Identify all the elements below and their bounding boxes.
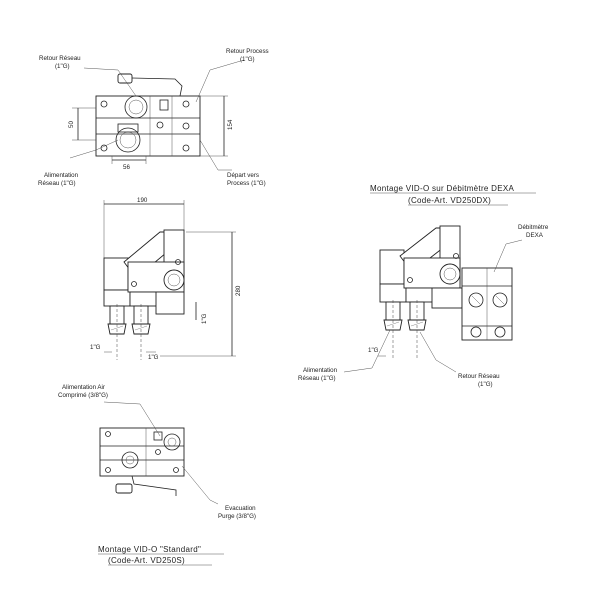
leader-retour-reseau — [83, 67, 137, 97]
standard-caption-line2: (Code-Art. VD250S) — [108, 556, 185, 565]
label-debitmetre-1: Débitmètre — [518, 224, 549, 231]
label-dexa-retour-reseau-2: (1"G) — [478, 381, 493, 388]
front-gauge — [163, 269, 185, 291]
dexa-caption-line1: Montage VID-O sur Débitmètre DEXA — [370, 184, 515, 193]
port-alimentation-circle — [115, 127, 141, 153]
dim-1g-side-label: 1"G — [201, 313, 208, 324]
front-view: 190 280 1"G 1"G 1"G — [90, 197, 242, 361]
dim-190-label: 190 — [137, 197, 148, 204]
bottom-port-air — [163, 433, 181, 451]
dim-154-label: 154 — [227, 119, 234, 130]
label-retour-process-2: (1"G) — [240, 56, 255, 63]
bottom-lever-arm — [131, 475, 177, 496]
label-retour-process-1: Retour Process — [226, 48, 269, 55]
leader-dexa-alimentation — [343, 329, 391, 373]
leader-alimentation-air — [103, 401, 161, 437]
leader-depart-process — [199, 139, 232, 171]
dexa-caption-line2: (Code-Art. VD250DX) — [408, 196, 491, 205]
label-retour-reseau-2: (1"G) — [55, 63, 70, 70]
label-dexa-retour-reseau-1: Retour Réseau — [458, 373, 500, 380]
leader-alimentation — [69, 139, 119, 159]
dexa-body-left — [379, 249, 405, 285]
leader-dexa-retour-reseau — [419, 331, 457, 373]
dim-1g-right-label: 1"G — [148, 354, 159, 361]
standard-caption: Montage VID-O "Standard" (Code-Art. VD25… — [98, 545, 224, 566]
dim-1g-left-label: 1"G — [90, 344, 101, 351]
bottom-lever-grip — [115, 483, 133, 494]
label-air-1: Alimentation Air — [62, 384, 105, 391]
bottom-view: Alimentation Air Comprimé (3/8"G) Evacua… — [58, 384, 256, 520]
leader-evacuation — [181, 465, 219, 505]
label-air-2: Comprimé (3/8"G) — [58, 392, 108, 399]
label-alimentation-1: Alimentation — [44, 172, 79, 179]
leader-retour-process — [195, 59, 245, 103]
dim-280-label: 280 — [235, 285, 242, 296]
dim-50-label: 50 — [68, 121, 75, 128]
leader-debitmetre — [493, 239, 523, 273]
standard-caption-line1: Montage VID-O "Standard" — [98, 545, 201, 554]
label-retour-reseau-1: Retour Réseau — [39, 55, 81, 62]
label-depart-process-1: Départ vers — [227, 172, 259, 179]
label-dexa-alimentation-1: Alimentation — [303, 367, 338, 374]
label-alimentation-2: Réseau (1"G) — [38, 180, 76, 187]
bottom-body — [99, 427, 185, 477]
valve-body-top — [95, 95, 201, 157]
label-evacuation-1: Evacuation — [225, 505, 256, 512]
label-debitmetre-2: DEXA — [526, 232, 544, 239]
dexa-gauge — [439, 263, 461, 285]
label-dexa-alimentation-2: Réseau (1"G) — [298, 375, 336, 382]
dexa-dim-1g-label: 1"G — [368, 347, 379, 354]
lever-handle-arm — [131, 77, 183, 97]
dexa-view: Montage VID-O sur Débitmètre DEXA (Code-… — [298, 184, 549, 388]
label-depart-process-2: Process (1"G) — [227, 180, 266, 187]
dim-56-label: 56 — [123, 164, 130, 171]
top-view: Retour Réseau (1"G) Retour Process (1"G)… — [38, 48, 269, 187]
label-evacuation-2: Purge (3/8"G) — [218, 513, 256, 520]
lever-handle-grip — [117, 73, 133, 84]
bottom-port-purge — [121, 451, 139, 469]
front-body-left — [103, 257, 129, 291]
